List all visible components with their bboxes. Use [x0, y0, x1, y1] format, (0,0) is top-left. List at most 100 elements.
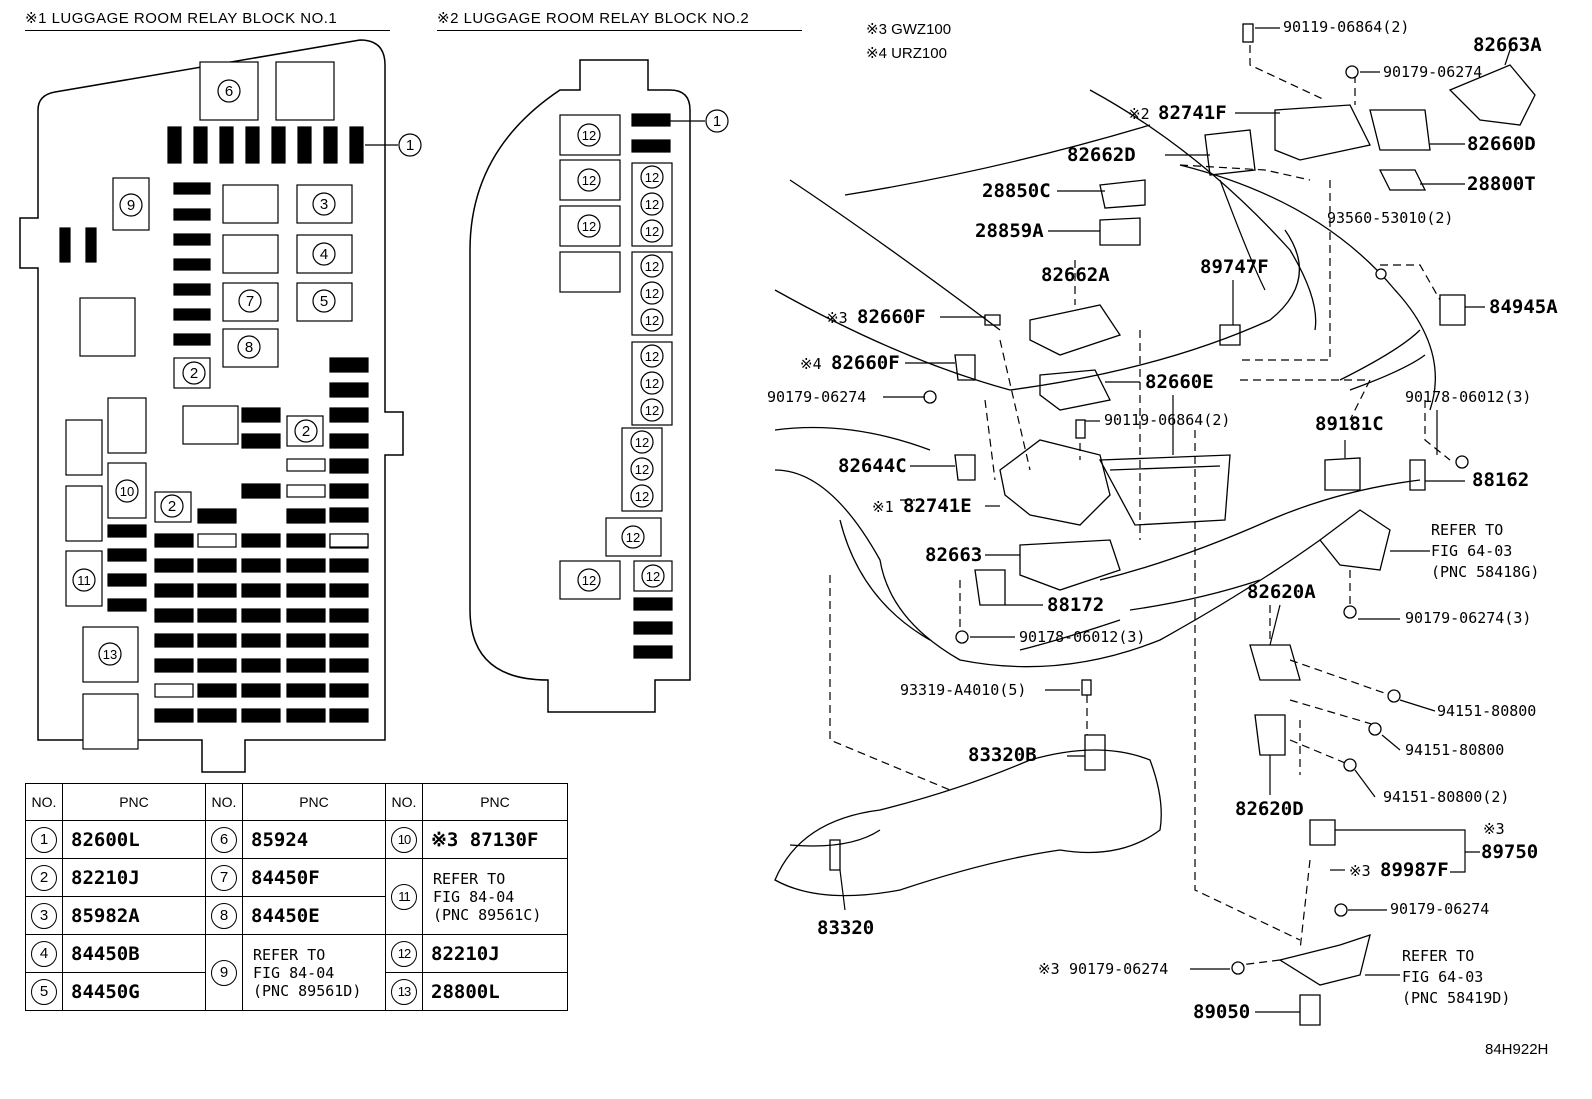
fuse — [197, 608, 237, 623]
callout-number: 13 — [103, 647, 117, 662]
callout-circle — [705, 109, 729, 133]
relay-socket — [222, 234, 279, 274]
callout-circle — [640, 371, 664, 395]
fuse — [193, 126, 208, 164]
part-label: 89750 — [1481, 841, 1539, 863]
table-no-4: 4 — [31, 940, 57, 967]
part-label: 88162 — [1472, 469, 1530, 491]
relay-socket — [286, 458, 326, 472]
fuse — [241, 633, 281, 648]
table-no-9: 9 — [211, 959, 237, 986]
fuse — [633, 645, 673, 659]
refer-to-58419d: REFER TO FIG 64-03 (PNC 58419D) — [1402, 947, 1511, 1007]
table-no-3: 3 — [31, 902, 57, 929]
callout-circle — [119, 193, 143, 217]
fuse — [329, 708, 369, 723]
fuse — [154, 708, 194, 723]
callout-circle — [640, 254, 664, 278]
fuse — [329, 658, 369, 673]
part-label: 82660F — [857, 306, 926, 328]
fuse — [241, 708, 281, 723]
callout-circle — [621, 525, 645, 549]
callout-number: 2 — [302, 423, 310, 440]
part-label-note: ※3 — [1483, 820, 1505, 838]
fuse — [107, 598, 147, 612]
fuse — [197, 683, 237, 698]
part-label: 82662A — [1041, 264, 1110, 286]
part-label-note: ※3 — [1038, 960, 1060, 978]
relay-block-2-title: ※2 LUGGAGE ROOM RELAY BLOCK NO.2 — [437, 10, 750, 27]
fuse — [329, 407, 369, 423]
fuse — [286, 658, 326, 673]
table-no-13: 13 — [391, 978, 417, 1005]
callout-number: 7 — [246, 293, 254, 310]
fuse — [173, 208, 211, 221]
relay-socket — [559, 251, 621, 293]
fuse — [329, 357, 369, 373]
callout-number: 12 — [645, 197, 659, 212]
table-header-pnc-3: PNC — [422, 783, 568, 821]
callout-number: 5 — [320, 293, 328, 310]
part-label: 90179-06274 — [1069, 960, 1169, 978]
note-gwz100: ※3 GWZ100 — [866, 21, 952, 38]
figure-id: 84H922H — [1485, 1041, 1549, 1058]
fuse — [197, 508, 237, 524]
callout-number: 12 — [645, 224, 659, 239]
part-label: 89987F — [1380, 859, 1449, 881]
table-no-7: 7 — [211, 864, 237, 891]
fuse — [241, 483, 281, 499]
part-label: 94151-80800(2) — [1383, 788, 1510, 806]
fuse — [154, 633, 194, 648]
part-label: 82620A — [1247, 581, 1316, 603]
fuse — [286, 508, 326, 524]
part-label-note: ※1 — [872, 498, 894, 516]
fuse — [197, 658, 237, 673]
callout-number: 3 — [320, 196, 328, 213]
callout-circle — [160, 494, 184, 518]
relay-socket — [79, 297, 136, 357]
note-urz100: ※4 URZ100 — [866, 45, 947, 62]
fuse — [241, 558, 281, 573]
callout-circle — [217, 79, 241, 103]
part-label-note: ※4 — [800, 355, 822, 373]
callout-circle — [641, 564, 665, 588]
refer-to-58418g: REFER TO FIG 64-03 (PNC 58418G) — [1431, 521, 1540, 581]
relay-block-1-title-underline — [25, 30, 390, 31]
relay-block-1-outline — [19, 39, 404, 773]
table-no-11: 11 — [391, 883, 417, 910]
callout-circle — [312, 242, 336, 266]
callout-number: 12 — [645, 403, 659, 418]
part-label: 90179-06274(3) — [1405, 609, 1532, 627]
callout-number: 12 — [645, 349, 659, 364]
callout-circle — [294, 419, 318, 443]
callout-circle — [312, 289, 336, 313]
part-label: 89050 — [1193, 1001, 1251, 1023]
fuse — [197, 633, 237, 648]
relay-socket — [329, 533, 369, 548]
fuse — [197, 558, 237, 573]
callout-number: 12 — [635, 489, 649, 504]
fuse — [197, 708, 237, 723]
relay-socket — [154, 683, 194, 698]
callout-circle — [640, 344, 664, 368]
fuse — [286, 558, 326, 573]
callout-number: 6 — [225, 83, 233, 100]
fuse — [241, 583, 281, 598]
fuse — [219, 126, 234, 164]
callout-number: 1 — [406, 137, 414, 154]
fuse — [241, 658, 281, 673]
part-label: 84945A — [1489, 296, 1558, 318]
fuse — [329, 433, 369, 449]
table-pnc-11: REFER TO FIG 84-04 (PNC 89561C) — [422, 858, 568, 935]
callout-circle — [237, 335, 261, 359]
callout-number: 12 — [645, 259, 659, 274]
part-label: 90179-06274 — [1390, 900, 1490, 918]
relay-socket — [107, 397, 147, 454]
callout-circle — [182, 361, 206, 385]
part-label: 28800T — [1467, 173, 1536, 195]
callout-circle — [640, 165, 664, 189]
table-no-12: 12 — [391, 940, 417, 967]
table-pnc-5: 84450G — [62, 972, 206, 1011]
part-label: 89181C — [1315, 413, 1384, 435]
